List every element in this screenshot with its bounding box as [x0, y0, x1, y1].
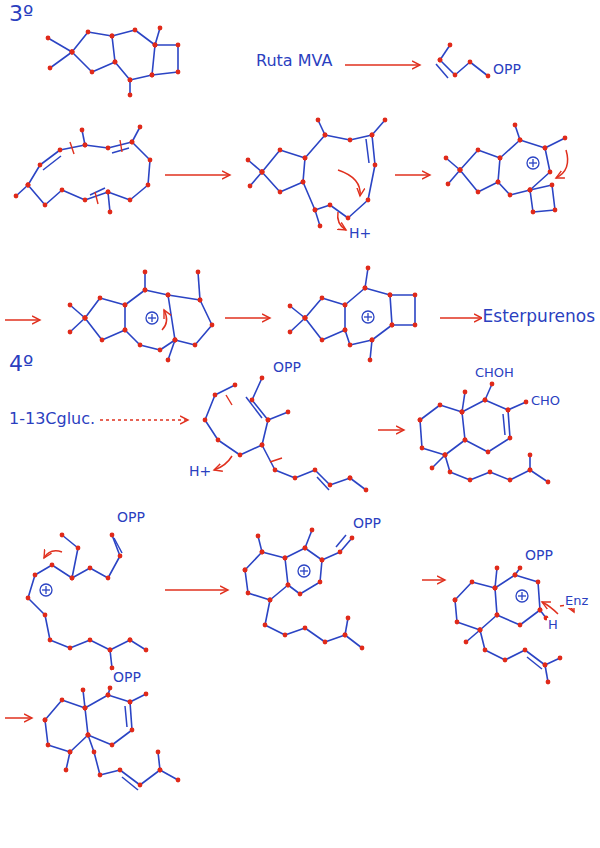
- group-label: OPP: [112, 670, 142, 685]
- pathway-label: Ruta MVA: [255, 52, 333, 70]
- group-label: OPP: [492, 62, 522, 77]
- atom-label: H: [547, 618, 559, 632]
- group-label: OPP: [352, 516, 382, 531]
- group-label: OPP: [524, 548, 554, 563]
- group-label: CHOH: [474, 366, 515, 380]
- enzyme-label: Enz: [564, 594, 589, 608]
- proton-label: H+: [348, 226, 372, 241]
- proton-label: H+: [188, 464, 212, 479]
- section-number: 4º: [8, 352, 34, 376]
- group-label: OPP: [116, 510, 146, 525]
- section-number: 3º: [8, 2, 34, 26]
- precursor-label: 1-13Cgluc.: [8, 410, 96, 428]
- product-label: Esterpurenos: [482, 307, 596, 326]
- group-label: CHO: [530, 394, 561, 408]
- group-label: OPP: [272, 360, 302, 375]
